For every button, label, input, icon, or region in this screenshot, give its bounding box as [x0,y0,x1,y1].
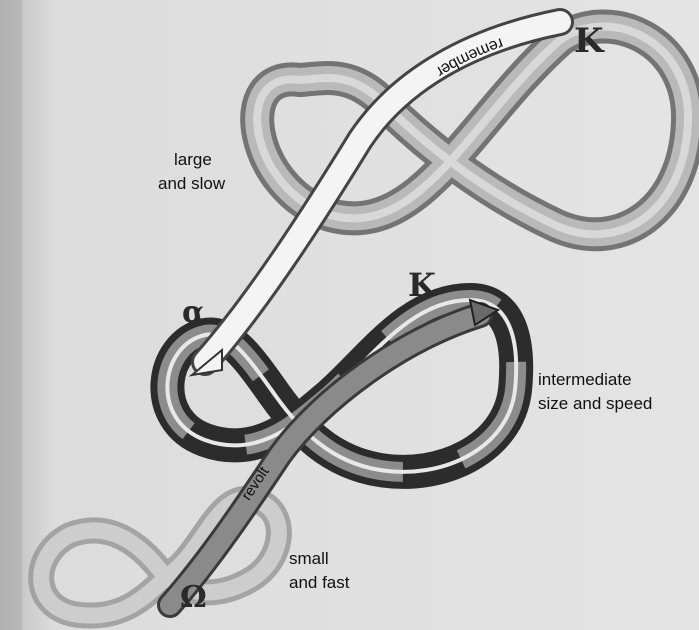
remember-arrowhead [188,347,223,377]
intermediate-k-label: K [408,266,437,304]
page-spine-shadow [0,0,22,630]
large-caption-line2: and slow [158,174,226,193]
small-caption-line2: and fast [289,573,350,592]
large-caption-line1: large [174,150,212,169]
alpha-label: α [182,295,205,330]
omega-label: Ω [180,580,207,615]
intermediate-caption-line2: size and speed [538,394,652,413]
revolt-arrowhead [468,298,501,327]
intermediate-caption-line1: intermediate [538,370,632,389]
small-caption-line1: small [289,549,329,568]
large-k-label: K [574,21,605,61]
